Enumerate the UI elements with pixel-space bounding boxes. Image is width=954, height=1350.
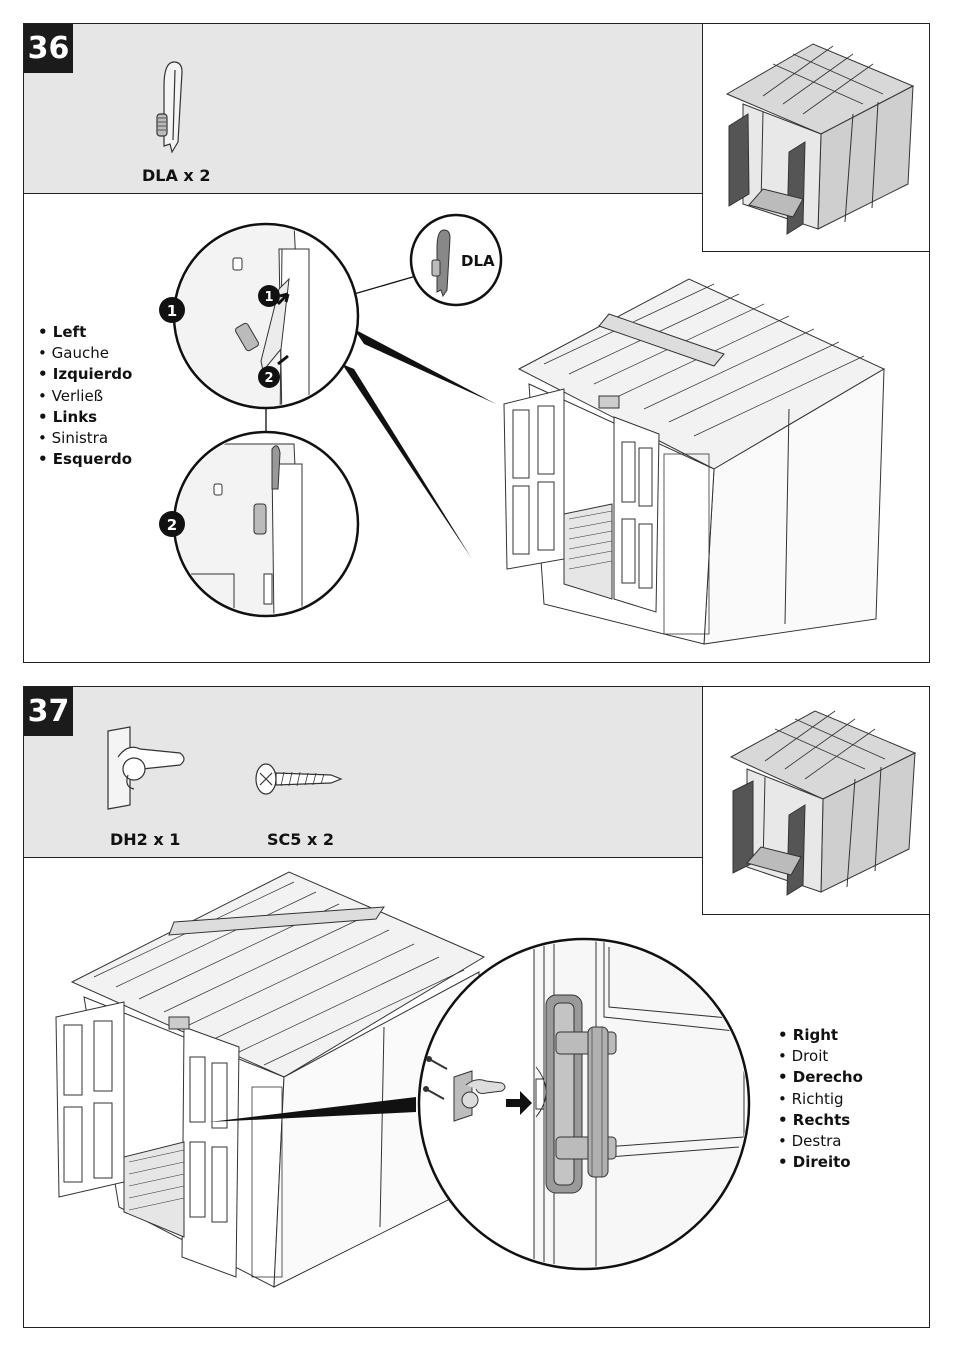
step-36: 36 DLA x 2 bbox=[23, 23, 930, 663]
language-list: • Left • Gauche • Izquierdo • Verließ • … bbox=[38, 322, 132, 470]
lang-en: • Right bbox=[778, 1026, 839, 1044]
marker-2 bbox=[159, 511, 185, 537]
arrow-badge-1 bbox=[258, 285, 280, 307]
parts-panel: 36 DLA x 2 bbox=[24, 24, 704, 194]
part-code-sc5: SC5 x 2 bbox=[267, 830, 334, 849]
marker-1 bbox=[159, 297, 185, 323]
step-number: 37 bbox=[24, 687, 73, 736]
parts-icons bbox=[107, 726, 343, 810]
detail-circle-1 bbox=[172, 222, 360, 410]
arrow-badge-1-label: 1 bbox=[264, 290, 273, 305]
lang-pt: • Direito bbox=[778, 1153, 851, 1172]
step-number: 36 bbox=[24, 24, 73, 73]
lang-de-1: • Richtig bbox=[778, 1089, 844, 1108]
lang-it: • Sinistra bbox=[38, 429, 109, 448]
lang-es: • Izquierdo bbox=[38, 365, 133, 384]
dla-callout: DLA bbox=[409, 213, 503, 307]
lang-nl: • Rechts bbox=[778, 1110, 851, 1129]
shed-overview-icon bbox=[729, 710, 917, 896]
part-code-dla: DLA x 2 bbox=[142, 166, 211, 185]
door-latch-icon bbox=[156, 61, 183, 154]
overview-thumbnail bbox=[702, 24, 929, 252]
zoom-pointer bbox=[354, 329, 496, 404]
lang-pt: • Esquerdo bbox=[38, 450, 133, 469]
detail-circle-2 bbox=[172, 430, 360, 618]
language-list: • Right • Droit • Derecho • Richtig • Re… bbox=[778, 1025, 863, 1173]
marker-1-label: 1 bbox=[167, 302, 177, 320]
dla-callout-label: DLA bbox=[461, 252, 495, 270]
hinge-detail-circle bbox=[417, 937, 751, 1271]
lang-it: • Destra bbox=[778, 1132, 842, 1151]
lang-en: • Left bbox=[38, 323, 87, 341]
part-code-dh2: DH2 x 1 bbox=[110, 830, 181, 849]
shed-overview-icon bbox=[725, 43, 915, 235]
arrow-badge-2-label: 2 bbox=[264, 371, 273, 386]
lang-fr: • Gauche bbox=[38, 344, 109, 363]
overview-thumbnail bbox=[702, 687, 929, 915]
lang-nl: • Links bbox=[38, 407, 98, 426]
parts-panel: 37 DH2 x 1 SC5 x 2 bbox=[24, 687, 704, 858]
arrow-badge-2 bbox=[258, 366, 280, 388]
zoom-pointer bbox=[342, 364, 472, 559]
step-36-illustration: 1 2 1 2 DLA bbox=[159, 213, 886, 645]
shed-illustration bbox=[503, 278, 886, 645]
step-37: 37 DH2 x 1 SC5 x 2 bbox=[23, 686, 930, 1328]
screw-icon bbox=[255, 763, 343, 795]
lang-es: • Derecho bbox=[778, 1068, 863, 1087]
door-hinge-icon bbox=[107, 726, 185, 810]
lang-fr: • Droit bbox=[778, 1047, 829, 1066]
step-37-illustration bbox=[55, 871, 751, 1288]
lang-de-1: • Verließ bbox=[38, 386, 104, 405]
marker-2-label: 2 bbox=[167, 516, 177, 534]
zoom-pointer bbox=[209, 1097, 416, 1122]
